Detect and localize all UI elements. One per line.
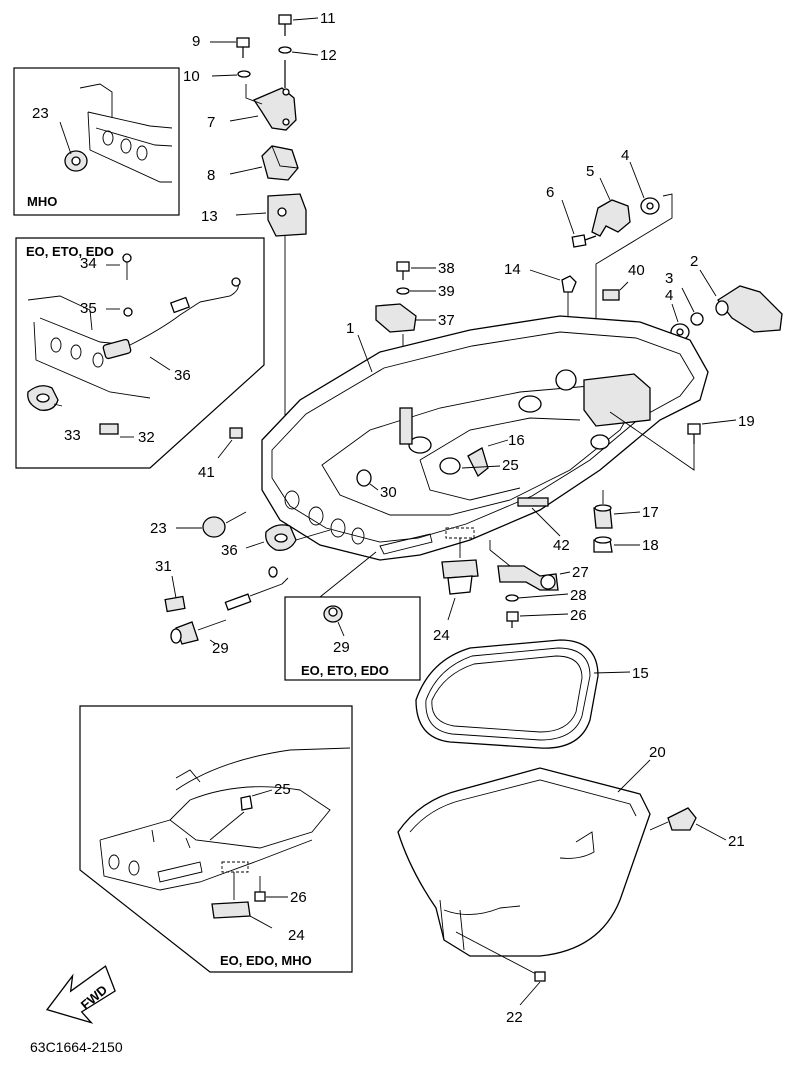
callout-2: 2: [690, 253, 698, 270]
right-lever-group: 5 4 6 14 40 3 2 4: [375, 147, 783, 410]
callout-36-inset: 36: [174, 367, 191, 384]
callout-30: 30: [380, 484, 397, 501]
callout-8: 8: [207, 167, 215, 184]
upper-bracket-group: 11 12 9 10 7 8 13: [183, 10, 337, 440]
callout-39: 39: [438, 283, 455, 300]
callout-3: 3: [665, 270, 673, 287]
callout-24-inset: 24: [288, 927, 305, 944]
callout-18: 18: [642, 537, 659, 554]
callout-15: 15: [632, 665, 649, 682]
callout-17: 17: [642, 504, 659, 521]
callout-25-main: 25: [502, 457, 519, 474]
callout-13: 13: [201, 208, 218, 225]
callout-9: 9: [192, 33, 200, 50]
callout-42: 42: [553, 537, 570, 554]
callout-10: 10: [183, 68, 200, 85]
callout-19: 19: [738, 413, 755, 430]
callout-36-main: 36: [221, 542, 238, 559]
inset-caption-eo-edo-mho: EO, EDO, MHO: [220, 953, 312, 968]
callout-16: 16: [508, 432, 525, 449]
callout-6: 6: [546, 184, 554, 201]
inset-eo-eto-edo-29: 29 EO, ETO, EDO: [284, 551, 421, 681]
callout-26-main: 26: [570, 607, 587, 624]
callout-14: 14: [504, 261, 521, 278]
callout-28: 28: [570, 587, 587, 604]
callout-40: 40: [628, 262, 645, 279]
inset-caption-eo-eto-edo: EO, ETO, EDO: [26, 244, 114, 259]
left-middle-parts: 23 36 31 29: [150, 511, 331, 657]
callout-37: 37: [438, 312, 455, 329]
callout-11: 11: [320, 10, 336, 27]
fwd-arrow: FWD: [45, 965, 116, 1024]
callout-4b: 4: [665, 287, 673, 304]
callout-22: 22: [506, 1009, 523, 1026]
callout-38: 38: [438, 260, 455, 277]
callout-35: 35: [80, 300, 97, 317]
callout-1: 1: [346, 320, 354, 337]
callout-41: 41: [198, 464, 215, 481]
callout-29-inset: 29: [333, 639, 350, 656]
bottom-cowling: 1 19 41 16 25 30 42: [198, 315, 755, 561]
drawing-code: 63C1664-2150: [30, 1039, 123, 1055]
lower-middle-parts: 24 27 28 26 17 18: [433, 490, 659, 644]
lower-cover-20: 20 21 22: [397, 744, 745, 1026]
callout-32: 32: [138, 429, 155, 446]
callout-7: 7: [207, 114, 215, 131]
callout-12: 12: [320, 47, 337, 64]
inset-caption-eo-eto-edo-29: EO, ETO, EDO: [301, 663, 389, 678]
callout-31: 31: [155, 558, 172, 575]
callout-4a: 4: [621, 147, 629, 164]
callout-29-main: 29: [212, 640, 229, 657]
callout-5: 5: [586, 163, 594, 180]
callout-24-main: 24: [433, 627, 450, 644]
inset-mho: 23 MHO: [13, 67, 180, 216]
inset-eo-edo-mho: 25 24 26 EO, EDO, MHO: [79, 705, 353, 973]
callout-23-inset: 23: [32, 105, 49, 122]
inset-caption-mho: MHO: [27, 194, 57, 209]
callout-33: 33: [64, 427, 81, 444]
callout-25-inset: 25: [274, 781, 291, 798]
callout-20: 20: [649, 744, 666, 761]
seal-15: 15: [415, 639, 649, 749]
callout-21: 21: [728, 833, 745, 850]
inset-eo-eto-edo: EO, ETO, EDO 34 35 36 33 32: [15, 237, 265, 469]
callout-34: 34: [80, 255, 97, 272]
callout-26-inset: 26: [290, 889, 307, 906]
callout-23-main: 23: [150, 520, 167, 537]
callout-27: 27: [572, 564, 589, 581]
